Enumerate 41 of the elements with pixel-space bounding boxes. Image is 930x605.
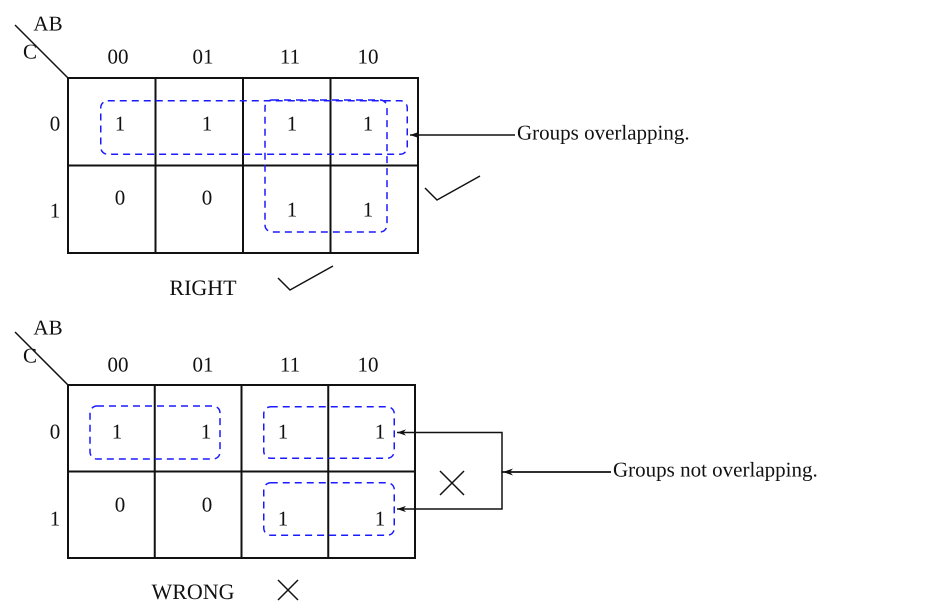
map-label: 0	[202, 188, 212, 208]
map-label: 11	[280, 46, 300, 68]
map-label: 1	[362, 200, 374, 220]
map-label: 00	[108, 46, 128, 68]
map-label: 1	[112, 422, 122, 442]
map-label: 1	[374, 422, 386, 442]
map-label: 10	[358, 46, 378, 68]
map-label: C	[23, 42, 37, 62]
map-label: WRONG	[151, 581, 235, 603]
map-label: 1	[278, 508, 288, 530]
map-label: 1	[286, 200, 298, 220]
map-label: 0	[50, 114, 60, 134]
map-label: 00	[108, 354, 128, 376]
annotation-text: Groups overlapping.	[517, 122, 690, 144]
dashed-group-outline	[263, 406, 395, 459]
map-label: 1	[286, 114, 298, 134]
map-label: RIGHT	[169, 277, 237, 299]
map-label: 1	[200, 422, 212, 442]
map-label: 01	[192, 46, 214, 68]
connector-arrow	[410, 132, 515, 138]
map-label: 1	[362, 114, 374, 134]
map-label: 01	[192, 354, 214, 376]
connector-arrow	[397, 471, 611, 512]
map-label: 1	[278, 422, 288, 442]
dashed-group-outline	[263, 482, 395, 536]
map-label: 10	[358, 354, 378, 376]
map-label: 1	[50, 508, 60, 530]
dashed-group-outline	[100, 100, 408, 155]
map-label: 0	[202, 494, 212, 516]
map-label: C	[23, 346, 37, 366]
map-label: AB	[33, 14, 63, 34]
annotation-text: Groups not overlapping.	[613, 460, 818, 480]
map-label: 1	[202, 114, 212, 134]
map-label: 0	[114, 494, 126, 516]
map-label: 1	[114, 114, 126, 134]
map-label: 0	[114, 188, 126, 208]
map-label: 0	[50, 422, 60, 442]
map-label: 11	[280, 354, 300, 376]
map-label: AB	[33, 318, 63, 338]
map-label: 1	[374, 508, 386, 530]
map-label: 1	[50, 200, 60, 222]
